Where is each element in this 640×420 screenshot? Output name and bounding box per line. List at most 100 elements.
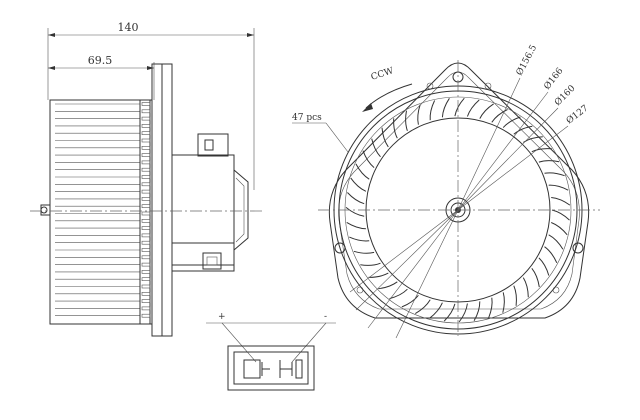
blade xyxy=(429,302,443,319)
blade xyxy=(551,222,568,236)
blade xyxy=(544,172,565,177)
blade-count-label: 47 pcs xyxy=(292,113,322,123)
blade xyxy=(443,303,456,322)
wheel-fin-tab xyxy=(141,109,151,114)
blower-blades xyxy=(345,97,571,323)
blade xyxy=(360,262,381,266)
wheel-fin-tab xyxy=(141,167,151,172)
blade xyxy=(544,246,558,264)
blade xyxy=(347,192,365,205)
wheel-fin-tab xyxy=(141,313,151,318)
blade xyxy=(355,163,370,180)
blade xyxy=(353,250,375,254)
blade xyxy=(473,301,481,322)
wheel-fin-tab xyxy=(141,124,151,128)
dim-69-5-label: 69.5 xyxy=(88,54,113,67)
blade xyxy=(346,221,366,230)
wheel-fin-tab xyxy=(141,219,151,223)
blade xyxy=(415,299,431,315)
side-view: 140 69.5 xyxy=(30,21,262,337)
blade xyxy=(350,177,367,192)
wheel-fin-tab xyxy=(141,175,151,179)
connector-face xyxy=(227,345,315,391)
wheel-fin-tab xyxy=(141,102,151,106)
blade xyxy=(502,116,521,128)
blade xyxy=(538,257,550,276)
hub-stub xyxy=(40,204,51,216)
wheel-fins xyxy=(55,102,151,318)
wheel-fin-tab xyxy=(141,248,151,252)
arrow-right xyxy=(247,33,254,37)
blade xyxy=(393,118,398,139)
wheel-fin-tab xyxy=(141,204,151,208)
blade xyxy=(405,110,408,131)
blade xyxy=(531,148,552,153)
blade xyxy=(531,267,540,288)
flange-plate xyxy=(151,63,163,337)
diameter-leaders xyxy=(349,77,569,339)
blade xyxy=(513,125,533,135)
wheel-fin-tab xyxy=(141,182,151,187)
blade xyxy=(378,281,398,290)
wheel-fin-tab xyxy=(141,197,151,201)
label-d156-5: Ø156.5 xyxy=(514,43,539,78)
wheel-fin-tab xyxy=(141,131,151,135)
blade xyxy=(401,294,419,308)
blade xyxy=(466,99,480,117)
label-d166: Ø166 xyxy=(542,66,566,92)
blade xyxy=(389,288,408,300)
wheel-fin-tab xyxy=(141,226,151,230)
blade xyxy=(349,236,370,242)
blade xyxy=(513,285,517,306)
connector-socket xyxy=(202,252,222,270)
blade xyxy=(441,98,450,118)
blade xyxy=(381,127,389,148)
positive-label: + xyxy=(218,312,226,322)
label-d160: Ø160 xyxy=(552,83,577,108)
negative-leader xyxy=(291,322,327,363)
wheel-fin-tab xyxy=(141,255,151,260)
wheel-fin-tab xyxy=(141,240,151,245)
ccw-arrowhead xyxy=(362,103,373,112)
motor-housing xyxy=(171,154,235,266)
blade xyxy=(502,292,505,313)
blower-wheel-outline xyxy=(49,99,151,325)
wheel-fin-tab xyxy=(141,138,151,143)
blade xyxy=(488,297,493,318)
front-view: Ø156.5 Ø166 Ø160 Ø127 CCW 47 pcs xyxy=(292,43,600,339)
wheel-fin-tab xyxy=(141,284,151,289)
wheel-fin-tab xyxy=(141,262,151,267)
blade xyxy=(548,234,564,250)
pin-positive xyxy=(243,359,261,379)
wheel-fin-tab xyxy=(141,189,151,194)
positive-leader xyxy=(221,322,257,363)
blade xyxy=(491,109,508,123)
label-d127: Ø127 xyxy=(564,103,590,127)
dim-140-label: 140 xyxy=(118,21,139,34)
blade xyxy=(458,303,468,323)
wheel-fin-tab xyxy=(141,211,151,216)
rotation-label: CCW xyxy=(370,66,396,83)
blade-count-leader xyxy=(325,122,349,153)
motor-end-cap xyxy=(233,169,249,251)
motor-top-tab xyxy=(197,133,229,157)
blade xyxy=(429,100,436,121)
blade xyxy=(345,207,365,217)
wheel-fin-tab xyxy=(141,270,151,274)
blade xyxy=(454,97,465,117)
wheel-fin-tab xyxy=(141,291,151,296)
wheel-fin-tab xyxy=(141,160,151,165)
blade xyxy=(551,197,571,206)
wheel-fin-tab xyxy=(141,153,151,157)
wheel-fin-tab xyxy=(141,277,151,282)
blade xyxy=(548,184,569,191)
connector-housing xyxy=(171,242,235,272)
wheel-fin-tab xyxy=(141,299,151,303)
blade xyxy=(551,209,570,221)
wheel-fin-tab xyxy=(141,116,151,121)
housing-outline xyxy=(328,62,590,319)
negative-label: - xyxy=(324,312,327,322)
blade xyxy=(368,272,389,278)
